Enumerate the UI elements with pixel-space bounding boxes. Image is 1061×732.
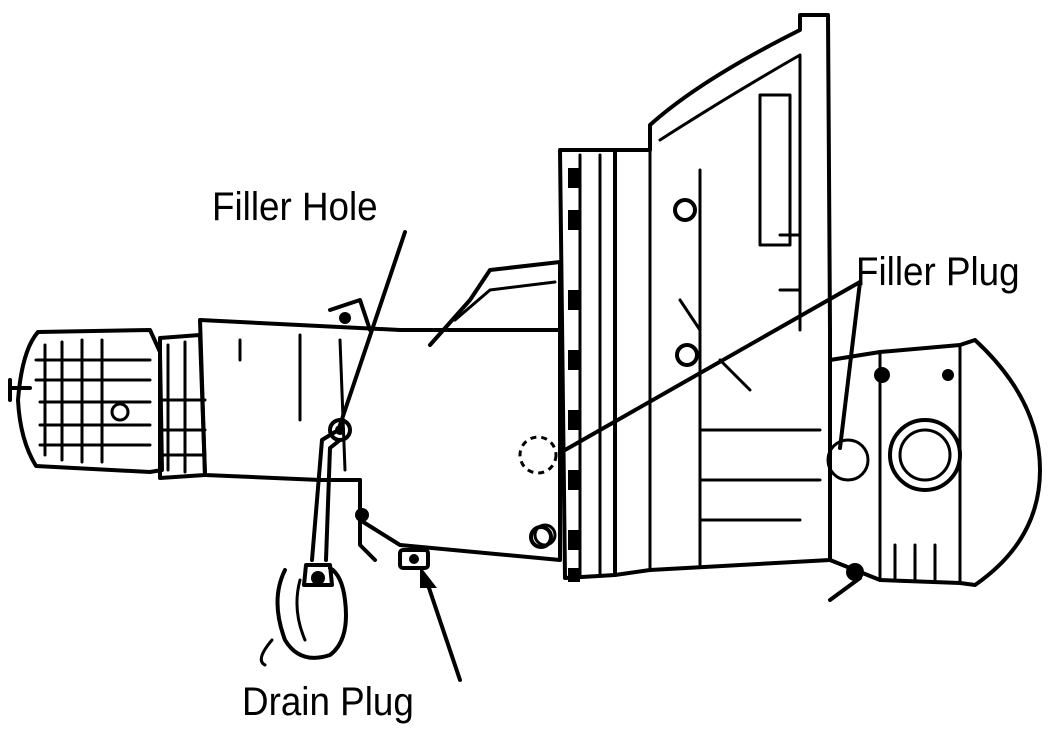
extension-body: [198, 298, 562, 570]
filler-plug-hidden-left: [518, 435, 558, 475]
drain-plug-label: Drain Plug: [242, 680, 414, 724]
drain-plug-arrowhead: [420, 566, 437, 588]
filler-hole-label: Filler Hole: [212, 185, 378, 229]
fill-tube: [310, 430, 337, 562]
filler-hole-leader: [338, 230, 407, 427]
flange-bolts: [568, 168, 580, 582]
filler-plug-leader-a: [563, 280, 862, 452]
hand: [275, 566, 348, 660]
leader-lines: [338, 230, 862, 682]
main-case: [529, 13, 832, 577]
filler-plug: [826, 438, 870, 482]
lower-right-pointer: [828, 576, 862, 602]
upper-hump: [428, 260, 562, 347]
drain-plug-leader: [426, 583, 462, 682]
hand-with-tube: [259, 430, 348, 667]
bell-housing: [826, 338, 1042, 587]
main-case-flange: [518, 148, 617, 582]
filler-plug-leader-b: [838, 280, 862, 450]
filler-plug-label: Filler Plug: [856, 250, 1020, 294]
extension-flange: [158, 333, 207, 480]
tail-housing: [8, 328, 164, 474]
